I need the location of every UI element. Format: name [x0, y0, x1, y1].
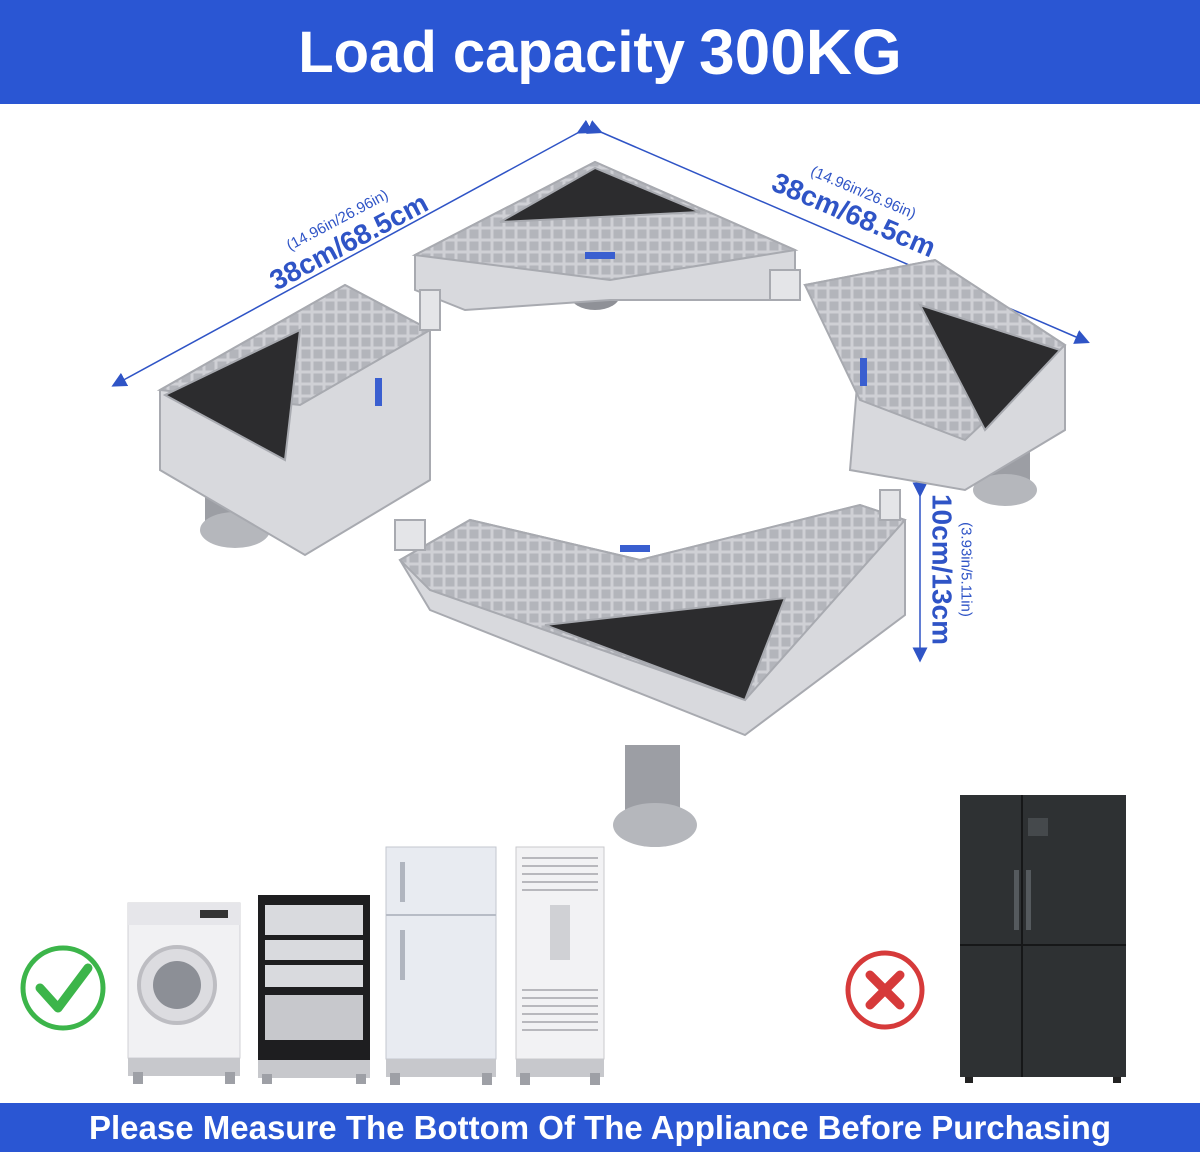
- check-icon: [20, 945, 106, 1031]
- bottom-banner-text: Please Measure The Bottom Of The Applian…: [88, 1108, 1112, 1146]
- top-banner: Load capacity 300KG: [0, 0, 1200, 104]
- air-conditioner-image: [515, 846, 605, 1085]
- height-imperial: (3.93in/5.11in): [957, 522, 975, 617]
- washing-machine-image: [127, 902, 241, 1084]
- height-dimension: (3.93in/5.11in) 10cm/13cm: [926, 480, 975, 660]
- cross-icon: [845, 950, 925, 1030]
- product-illustration: [20, 119, 1126, 1085]
- height-metric: 10cm/13cm: [926, 493, 958, 645]
- dish-cabinet-image: [258, 895, 370, 1084]
- banner-title-label: Load capacity: [298, 19, 686, 85]
- bottom-banner: Please Measure The Bottom Of The Applian…: [0, 1103, 1200, 1152]
- french-door-refrigerator-image: [960, 795, 1126, 1083]
- stand-frame: [156, 160, 1067, 737]
- refrigerator-image: [385, 846, 497, 1085]
- banner-title-value: 300KG: [699, 16, 902, 88]
